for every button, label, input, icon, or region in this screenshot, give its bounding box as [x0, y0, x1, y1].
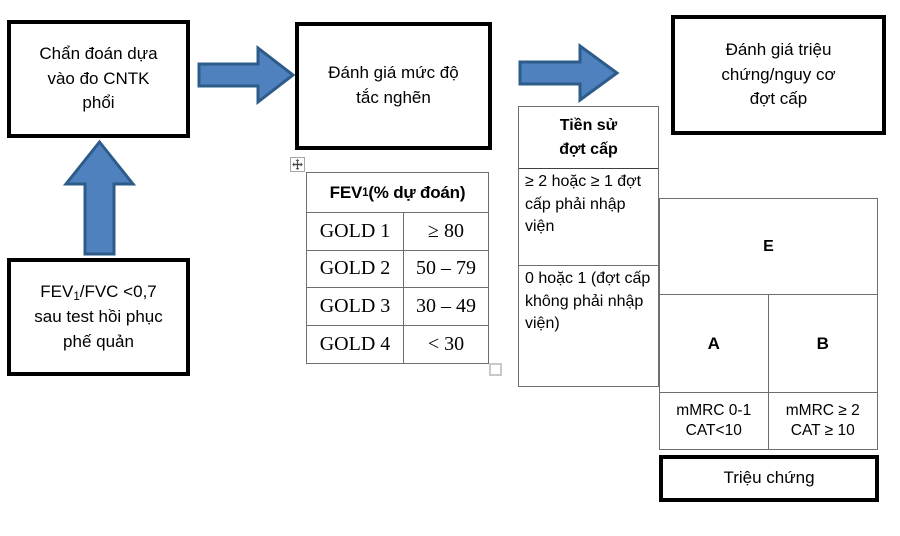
abe-group-b: B [816, 333, 829, 353]
history-header-line2: đợt cấp [559, 140, 618, 158]
gold-grade-4: GOLD 4 [307, 325, 404, 364]
abe-criteria-right: mMRC ≥ 2 CAT ≥ 10 [769, 393, 878, 449]
box-symptoms-footer[interactable]: Triệu chứng [659, 455, 879, 502]
gold-value-4: < 30 [427, 333, 465, 356]
history-header-line1: Tiền sử [559, 116, 618, 134]
box-obstruction-line1: Đánh giá mức độ [328, 63, 459, 83]
box-spirometry-line1: FEV1/FVC <0,7 [40, 281, 157, 303]
box-symptoms-risk-line2: chứng/nguy cơ [721, 64, 836, 84]
fev-subscript: 1 [73, 290, 80, 303]
table-row[interactable]: GOLD 4 < 30 [307, 325, 488, 364]
box-obstruction-text: Đánh giá mức độ tắc nghẽn [322, 61, 464, 110]
box-spirometry-line2: sau test hồi phục [34, 307, 163, 327]
gold-value-2: 50 – 79 [416, 257, 476, 280]
box-symptoms-risk-text: Đánh giá triệu chứng/nguy cơ đợt cấp [715, 38, 841, 112]
box-spirometry-line3: phế quản [63, 331, 134, 351]
table-row[interactable]: GOLD 1 ≥ 80 [307, 213, 488, 251]
abe-group-a: A [660, 295, 769, 392]
gold-value-3: 30 – 49 [416, 294, 476, 317]
gold-header-predicted: (% dự đoán) [368, 182, 466, 202]
box-diagnosis-line2: vào đo CNTK [47, 68, 150, 88]
box-spirometry-criteria[interactable]: FEV1/FVC <0,7 sau test hồi phục phế quản [7, 258, 190, 376]
abe-criteria-left-cat: CAT<10 [685, 422, 742, 439]
abe-row-criteria[interactable]: mMRC 0-1 CAT<10 mMRC ≥ 2 CAT ≥ 10 [660, 393, 877, 449]
abe-criteria-right-cat: CAT ≥ 10 [790, 422, 855, 439]
gold-value-1: ≥ 80 [428, 219, 464, 242]
abe-group-grid[interactable]: E A B mMRC 0-1 CAT<10 mMRC ≥ 2 CAT ≥ 10 [659, 198, 878, 450]
box-diagnosis-text: Chẩn đoán dựa vào đo CNTK phổi [33, 42, 163, 116]
abe-criteria-left-mmrc: mMRC 0-1 [676, 401, 752, 419]
box-symptoms-risk-line3: đợt cấp [749, 89, 808, 109]
table-row[interactable]: GOLD 3 30 – 49 [307, 288, 488, 326]
right-arrow-1-icon [196, 44, 296, 106]
box-diagnosis-line1: Chẩn đoán dựa [39, 44, 158, 64]
history-row-high-risk[interactable]: ≥ 2 hoặc ≥ 1 đợt cấp phải nhập viện [519, 169, 658, 266]
abe-row-e[interactable]: E [660, 199, 877, 295]
gold-header-fev: FEV [329, 182, 363, 202]
gold-grade-3: GOLD 3 [307, 288, 404, 325]
gold-grade-1: GOLD 1 [307, 213, 404, 250]
box-symptoms-footer-label: Triệu chứng [723, 468, 815, 488]
abe-row-ab[interactable]: A B [660, 295, 877, 393]
table-row[interactable]: GOLD 2 50 – 79 [307, 250, 488, 289]
box-spirometry-text: FEV1/FVC <0,7 sau test hồi phục phế quản [28, 280, 169, 355]
abe-group-e: E [763, 237, 774, 255]
abe-criteria-left: mMRC 0-1 CAT<10 [660, 393, 769, 449]
history-row-low-risk[interactable]: 0 hoặc 1 (đợt cấp không phải nhập viện) [525, 270, 651, 333]
box-diagnosis-line3: phổi [82, 93, 115, 113]
box-obstruction-line2: tắc nghẽn [356, 88, 431, 107]
box-symptoms-risk-assessment[interactable]: Đánh giá triệu chứng/nguy cơ đợt cấp [671, 15, 886, 135]
exacerbation-history-header: Tiền sử đợt cấp [519, 107, 658, 169]
up-arrow-icon [62, 138, 137, 258]
abe-criteria-right-mmrc: mMRC ≥ 2 [785, 401, 860, 419]
box-symptoms-risk-line1: Đánh giá triệu [725, 40, 832, 60]
table-move-handle-icon[interactable] [290, 157, 305, 172]
gold-header-subscript: 1 [362, 186, 369, 199]
table-resize-handle-icon[interactable] [489, 363, 502, 376]
box-diagnosis[interactable]: Chẩn đoán dựa vào đo CNTK phổi [7, 20, 190, 138]
gold-grade-2: GOLD 2 [307, 250, 404, 288]
right-arrow-2-icon [517, 42, 620, 104]
fvc-ratio-label: /FVC <0,7 [79, 281, 157, 301]
fev-label: FEV [40, 281, 74, 301]
box-obstruction-assessment[interactable]: Đánh giá mức độ tắc nghẽn [295, 22, 492, 150]
exacerbation-history-table[interactable]: Tiền sử đợt cấp ≥ 2 hoặc ≥ 1 đợt cấp phả… [518, 106, 659, 387]
